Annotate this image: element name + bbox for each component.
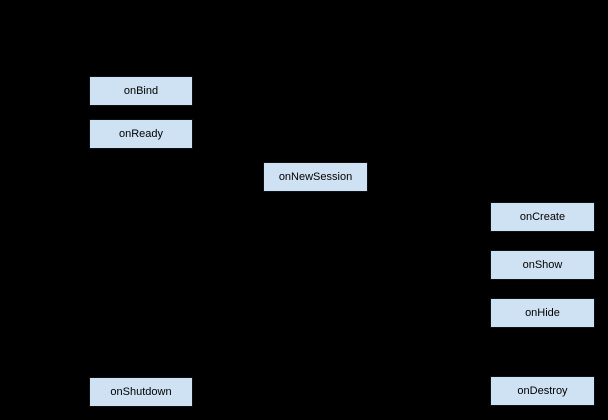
node-onnewsession: onNewSession bbox=[263, 162, 368, 192]
node-onshow: onShow bbox=[490, 250, 595, 280]
node-onbind: onBind bbox=[89, 76, 193, 106]
node-onready: onReady bbox=[89, 119, 193, 149]
node-oncreate: onCreate bbox=[490, 202, 595, 232]
node-onhide: onHide bbox=[490, 298, 595, 328]
node-onshutdown: onShutdown bbox=[89, 377, 193, 407]
node-ondestroy: onDestroy bbox=[490, 376, 595, 406]
